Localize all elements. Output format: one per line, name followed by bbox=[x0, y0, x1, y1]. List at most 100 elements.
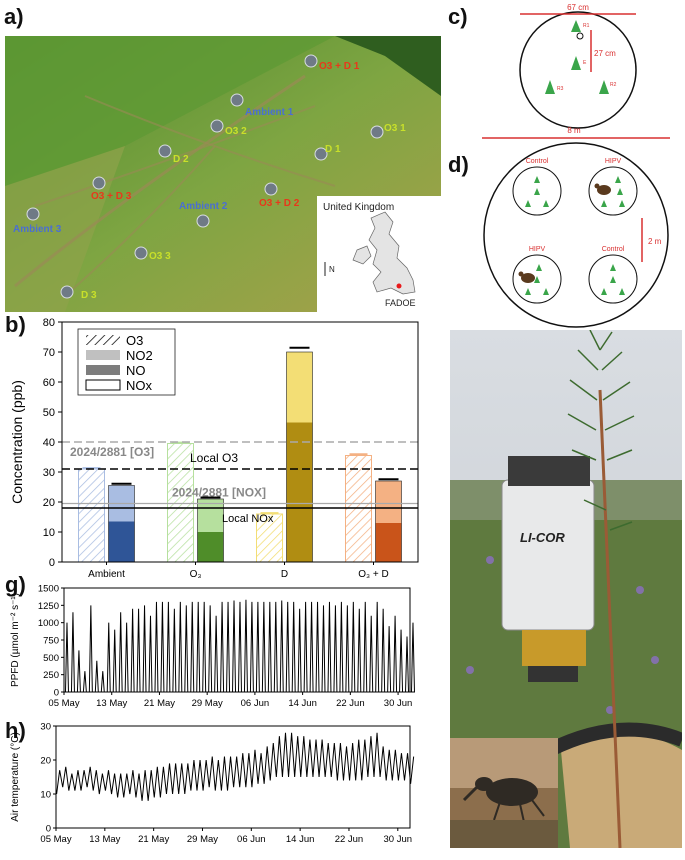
y-tick-label: 250 bbox=[43, 670, 59, 681]
pot-width-label: 67 cm bbox=[567, 3, 589, 12]
site-marker-icon bbox=[396, 283, 402, 289]
b-y-tick-label: 20 bbox=[43, 497, 55, 509]
x-tick-label: 05 May bbox=[40, 834, 71, 845]
b-y-tick-label: 40 bbox=[43, 437, 55, 449]
b-legend-swatch bbox=[86, 350, 120, 360]
site-label: O3 2 bbox=[225, 126, 247, 137]
b-category-label: D bbox=[281, 569, 288, 580]
site-label: Ambient 1 bbox=[245, 107, 294, 118]
no2-bar bbox=[197, 499, 224, 532]
panel-label-a: a) bbox=[4, 4, 24, 29]
b-category-label: Ambient bbox=[88, 569, 125, 580]
north-label: N bbox=[329, 265, 335, 274]
b-legend-swatch bbox=[85, 379, 121, 391]
b-y-tick-label: 50 bbox=[43, 407, 55, 419]
y-tick-label: 10 bbox=[40, 790, 51, 801]
ppfd-line-chart: 0 250 500 750 1000 1250 1500 05 May 13 May 21 May… bbox=[10, 584, 415, 709]
no-bar bbox=[375, 523, 402, 562]
b-category-label: O₃ bbox=[190, 569, 202, 580]
x-tick-label: 13 May bbox=[96, 698, 127, 709]
panel-label-b: b) bbox=[5, 312, 26, 337]
x-tick-label: 29 May bbox=[192, 698, 223, 709]
b-legend-label: NO2 bbox=[126, 348, 153, 363]
plot-label: HIPV bbox=[605, 158, 622, 165]
plant-label: E bbox=[583, 60, 587, 66]
y-tick-label: 750 bbox=[43, 636, 59, 647]
plant-arrangement-diagram: 67 cm 27 cm R1 E R3 R2 bbox=[519, 3, 637, 129]
aerial-site-photo: O3 + D 1 Ambient 1 O3 2 O3 1 D 2 D 1 O3 … bbox=[5, 36, 441, 312]
weevil-icon bbox=[594, 183, 611, 195]
plot-label: Control bbox=[602, 246, 625, 253]
y-tick-label: 0 bbox=[54, 688, 59, 699]
b-reference-label: Local NOx bbox=[222, 513, 274, 525]
li-cor-chamber: LI-COR bbox=[501, 456, 595, 682]
b-y-tick-label: 30 bbox=[43, 467, 55, 479]
no-bar bbox=[197, 532, 224, 562]
b-y-tick-label: 60 bbox=[43, 377, 55, 389]
x-tick-label: 14 Jun bbox=[288, 698, 317, 709]
b-reference-label: Local O3 bbox=[190, 451, 238, 465]
temperature-series-line bbox=[56, 732, 415, 801]
site-label: Ambient 2 bbox=[179, 201, 228, 212]
x-tick-label: 22 Jun bbox=[335, 834, 364, 845]
seedling-photo: LI-COR bbox=[450, 330, 682, 848]
b-y-tick-label: 10 bbox=[43, 527, 55, 539]
weevil-icon bbox=[462, 777, 545, 823]
site-label: D 3 bbox=[81, 290, 97, 301]
y-tick-label: 1250 bbox=[38, 601, 59, 612]
y-tick-label: 1500 bbox=[38, 584, 59, 595]
x-tick-label: 22 Jun bbox=[336, 698, 365, 709]
b-legend-label: NOx bbox=[126, 378, 153, 393]
plant-spacing-label: 27 cm bbox=[594, 49, 616, 58]
y-tick-label: 500 bbox=[43, 653, 59, 664]
x-tick-label: 05 May bbox=[48, 698, 79, 709]
inset-title: United Kingdom bbox=[323, 202, 394, 213]
b-reference-label: 2024/2881 [NOX] bbox=[172, 486, 266, 500]
panel-label-d: d) bbox=[448, 152, 469, 177]
y-tick-label: 1000 bbox=[38, 618, 59, 629]
b-legend-swatch bbox=[86, 365, 120, 375]
b-y-axis-label: Concentration (ppb) bbox=[9, 380, 25, 504]
plot-width-label: 8 m bbox=[567, 126, 581, 135]
site-label: O3 + D 1 bbox=[319, 61, 360, 72]
plant-label: R2 bbox=[610, 82, 617, 88]
no-bar bbox=[108, 521, 135, 562]
plot-label: Control bbox=[526, 158, 549, 165]
no2-bar bbox=[375, 481, 402, 523]
g-y-axis-label: PPFD (µmol m⁻² s⁻¹) bbox=[10, 593, 21, 687]
panel-label-g: g) bbox=[5, 572, 26, 597]
x-tick-label: 30 Jun bbox=[384, 834, 413, 845]
panel-label-h: h) bbox=[5, 718, 26, 743]
no2-bar bbox=[286, 352, 313, 423]
x-tick-label: 30 Jun bbox=[384, 698, 413, 709]
x-tick-label: 29 May bbox=[187, 834, 218, 845]
b-y-tick-label: 80 bbox=[43, 317, 55, 329]
x-tick-label: 21 May bbox=[144, 698, 175, 709]
b-y-tick-label: 0 bbox=[49, 557, 55, 569]
x-tick-label: 13 May bbox=[89, 834, 120, 845]
site-label: O3 1 bbox=[384, 123, 406, 134]
x-tick-label: 21 May bbox=[138, 834, 169, 845]
no-bar bbox=[286, 422, 313, 562]
o3-bar bbox=[78, 468, 105, 563]
site-label: D 1 bbox=[325, 144, 341, 155]
b-category-label: O₃ + D bbox=[358, 569, 388, 580]
o3-bar bbox=[256, 513, 283, 563]
weevil-icon bbox=[518, 271, 535, 283]
h-y-axis-label: Air temperature (°C) bbox=[10, 732, 21, 822]
svg-text:LI-COR: LI-COR bbox=[520, 530, 565, 545]
plot-arrangement-diagram: 8 m Control HIPV HIPV Control 2 m bbox=[482, 126, 670, 328]
plot-spacing-label: 2 m bbox=[648, 237, 662, 246]
panel-label-c: c) bbox=[448, 4, 468, 29]
plant-label: R1 bbox=[583, 23, 590, 29]
site-label: O3 3 bbox=[149, 251, 171, 262]
site-label: D 2 bbox=[173, 154, 189, 165]
b-legend-label: NO bbox=[126, 363, 146, 378]
y-tick-label: 30 bbox=[40, 722, 51, 733]
b-y-tick-label: 70 bbox=[43, 347, 55, 359]
plant-label: R3 bbox=[557, 86, 564, 92]
site-label: O3 + D 3 bbox=[91, 191, 132, 202]
x-tick-label: 14 Jun bbox=[286, 834, 315, 845]
